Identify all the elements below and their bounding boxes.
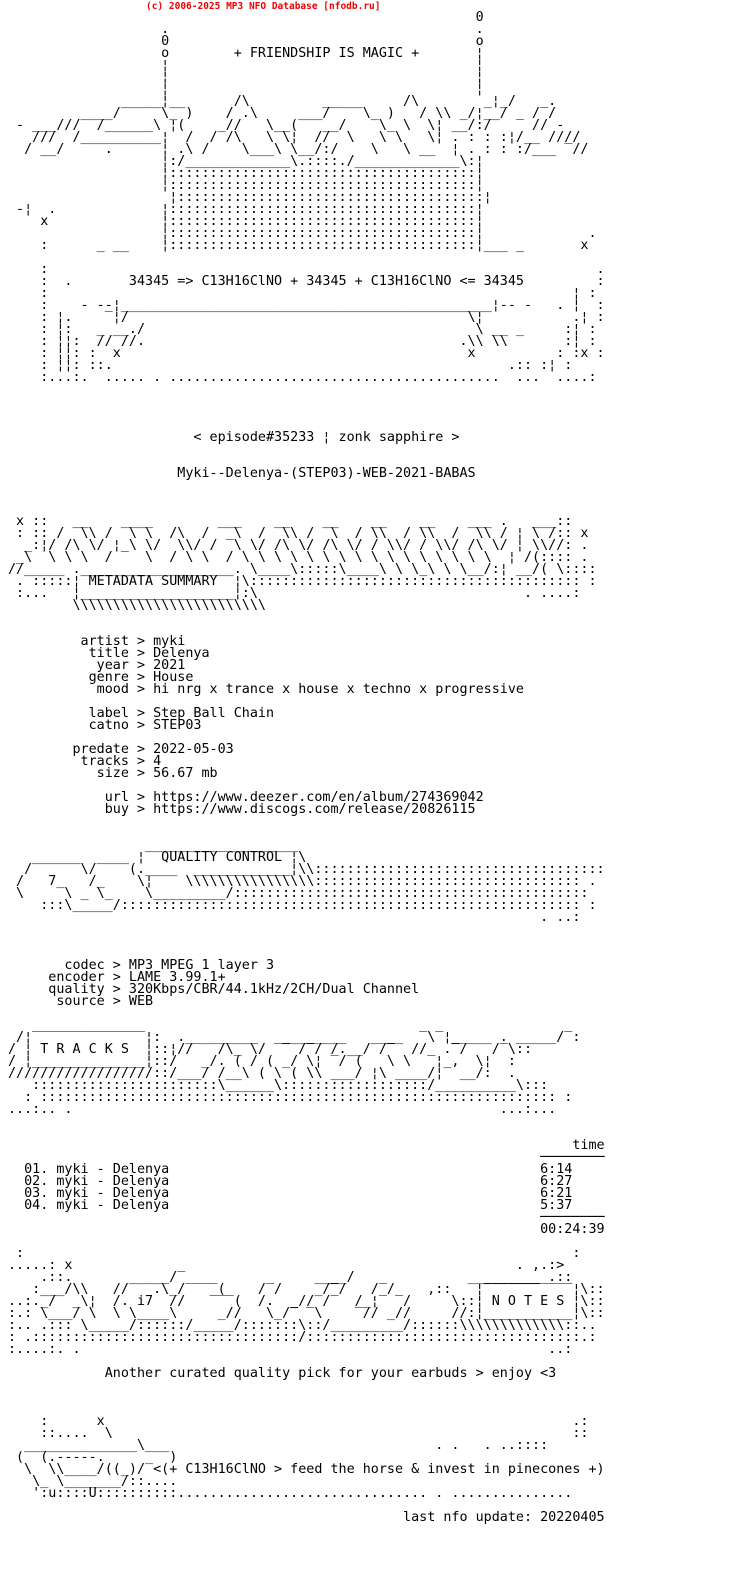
- nfo-ascii-art: 0 . . 0 o o + FRIENDSHIP IS MAGIC + ¦: [8, 10, 605, 1525]
- copyright-header: (c) 2006-2025 MP3 NFO Database [nfodb.ru…: [146, 1, 381, 12]
